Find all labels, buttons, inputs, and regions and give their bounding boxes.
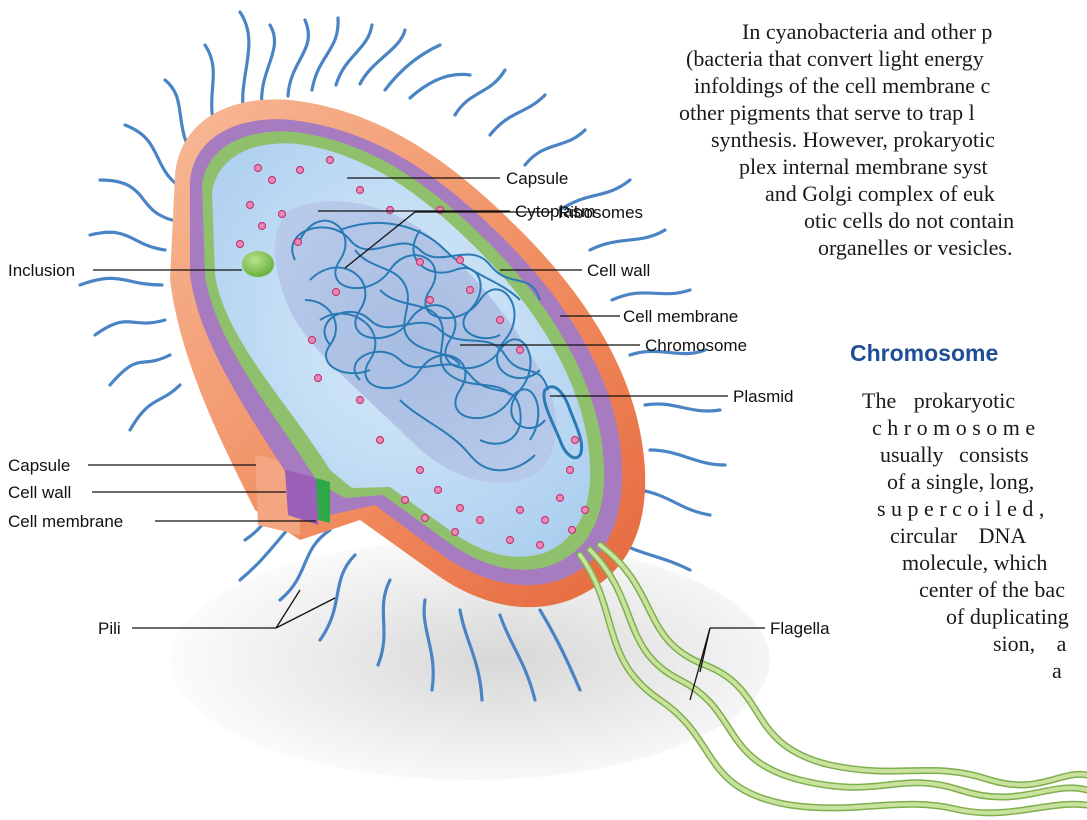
paragraph-top-line: synthesis. However, prokaryotic bbox=[711, 126, 995, 153]
label-inclusion: Inclusion bbox=[8, 261, 75, 280]
paragraph-chromosome-line: of a single, long, bbox=[887, 468, 1034, 495]
paragraph-chromosome-line: a bbox=[1052, 657, 1062, 684]
label-capsule-left: Capsule bbox=[8, 456, 70, 475]
label-flagella: Flagella bbox=[770, 619, 830, 638]
paragraph-top-line: In cyanobacteria and other p bbox=[742, 18, 992, 45]
paragraph-top-line: organelles or vesicles. bbox=[818, 234, 1012, 261]
label-ribosomes: Ribosomes bbox=[558, 203, 643, 222]
label-cell-membrane-left: Cell membrane bbox=[8, 512, 123, 531]
paragraph-chromosome-line: The prokaryotic bbox=[862, 387, 1015, 414]
paragraph-chromosome-line: circular DNA bbox=[890, 522, 1026, 549]
label-pili: Pili bbox=[98, 619, 121, 638]
paragraph-chromosome-line: molecule, which bbox=[902, 549, 1047, 576]
paragraph-chromosome-line: usually consists bbox=[880, 441, 1029, 468]
cell-membrane-cut-face bbox=[316, 478, 330, 523]
label-plasmid: Plasmid bbox=[733, 387, 793, 406]
label-chromosome: Chromosome bbox=[645, 336, 747, 355]
paragraph-top-line: infoldings of the cell membrane c bbox=[694, 72, 990, 99]
paragraph-chromosome-line: s u p e r c o i l e d , bbox=[877, 495, 1044, 522]
paragraph-chromosome-line: sion, a bbox=[993, 630, 1066, 657]
section-heading-chromosome: Chromosome bbox=[850, 340, 998, 367]
paragraph-chromosome-line: of duplicating bbox=[946, 603, 1069, 630]
paragraph-top-line: and Golgi complex of euk bbox=[765, 180, 995, 207]
paragraph-top-line: (bacteria that convert light energy bbox=[686, 45, 984, 72]
paragraph-chromosome-line: center of the bac bbox=[919, 576, 1065, 603]
label-cell-wall-left: Cell wall bbox=[8, 483, 71, 502]
paragraph-chromosome-line: c h r o m o s o m e bbox=[872, 414, 1035, 441]
label-cell-membrane-right: Cell membrane bbox=[623, 307, 738, 326]
paragraph-top-line: plex internal membrane syst bbox=[739, 153, 988, 180]
paragraph-top-line: otic cells do not contain bbox=[804, 207, 1014, 234]
paragraph-top-line: other pigments that serve to trap l bbox=[679, 99, 975, 126]
label-capsule-top: Capsule bbox=[506, 169, 568, 188]
inclusion-body bbox=[242, 251, 274, 277]
label-cell-wall-right: Cell wall bbox=[587, 261, 650, 280]
